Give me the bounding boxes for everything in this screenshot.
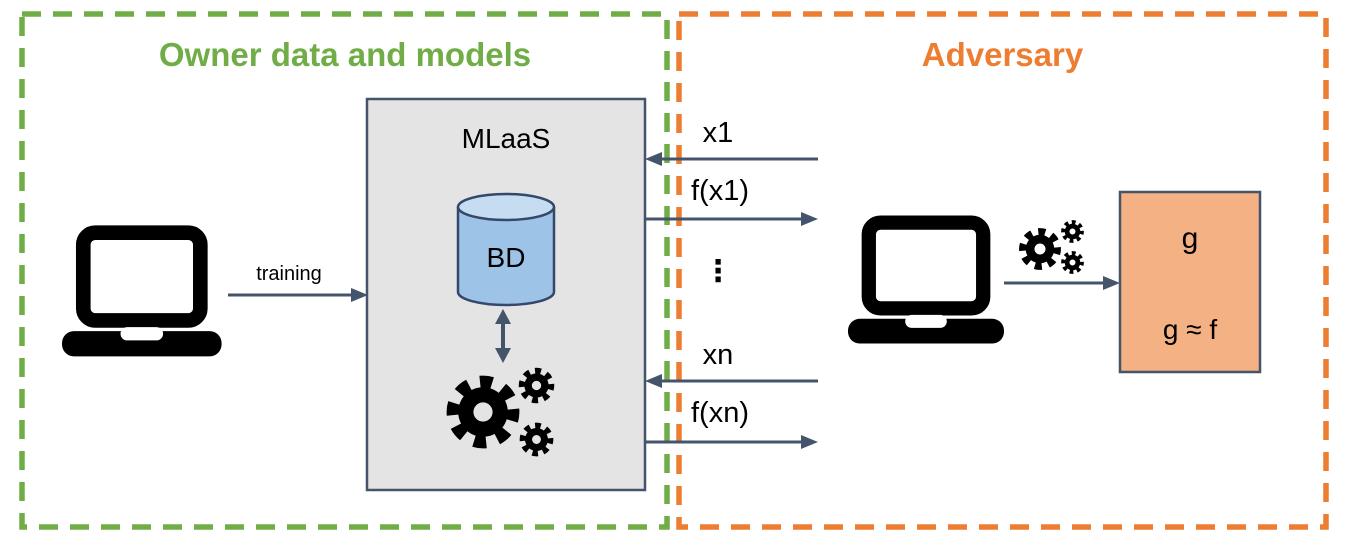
responsen-label: f(xn) xyxy=(691,397,749,429)
query1-label: x1 xyxy=(702,117,734,149)
surrogate-approximation-label: g ≈ f xyxy=(1162,314,1218,345)
owner-laptop-icon xyxy=(62,233,222,357)
query1-arrow xyxy=(645,152,818,166)
adversary-gears-icon xyxy=(1023,222,1082,272)
owner-region-border xyxy=(19,11,670,530)
queries-ellipsis: ⋮ xyxy=(703,254,733,289)
queryn-arrow xyxy=(645,374,818,388)
response1-arrow xyxy=(646,212,818,226)
database-icon xyxy=(456,192,556,307)
mlaas-title: MLaaS xyxy=(461,123,551,154)
adversary-region-border xyxy=(676,11,1329,530)
adversary-region-title: Adversary xyxy=(921,36,1084,73)
queryn-label: xn xyxy=(702,339,734,371)
training-arrow xyxy=(228,288,368,302)
database-label: BD xyxy=(486,242,526,273)
build-surrogate-arrow xyxy=(1004,276,1120,290)
surrogate-model-label: g xyxy=(1181,222,1199,255)
sync-arrow-icon xyxy=(495,309,511,363)
owner-region-title: Owner data and models xyxy=(158,36,532,73)
responsen-arrow xyxy=(646,435,818,449)
surrogate-model-box xyxy=(1118,190,1262,374)
training-arrow-label: training xyxy=(256,263,322,285)
adversary-laptop-icon xyxy=(848,223,1004,344)
response1-label: f(x1) xyxy=(691,175,749,207)
